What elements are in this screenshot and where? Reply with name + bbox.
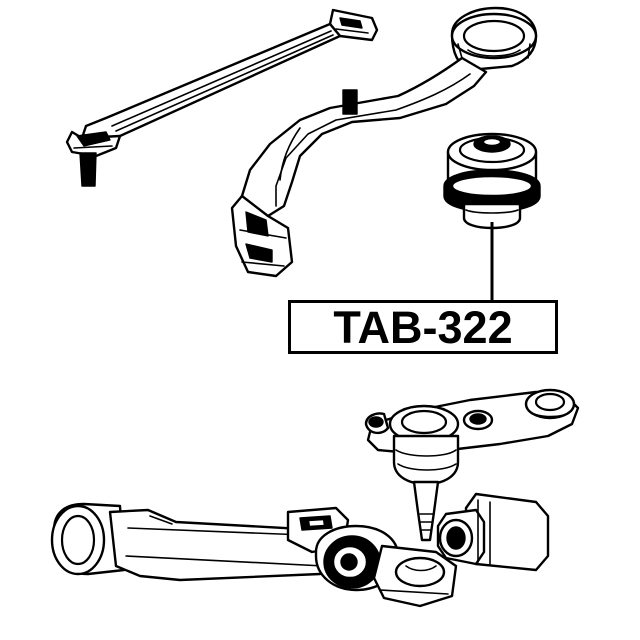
part-number-label-box: TAB-322 xyxy=(288,300,558,354)
part-cylindrical-bushing xyxy=(436,492,550,572)
part-ball-joint-assembly xyxy=(364,388,580,542)
part-lower-control-arm xyxy=(50,502,458,608)
part-upper-control-arm xyxy=(230,6,538,278)
part-number-text: TAB-322 xyxy=(333,301,513,353)
part-strut-bar xyxy=(65,8,379,187)
part-featured-bushing xyxy=(443,132,541,230)
